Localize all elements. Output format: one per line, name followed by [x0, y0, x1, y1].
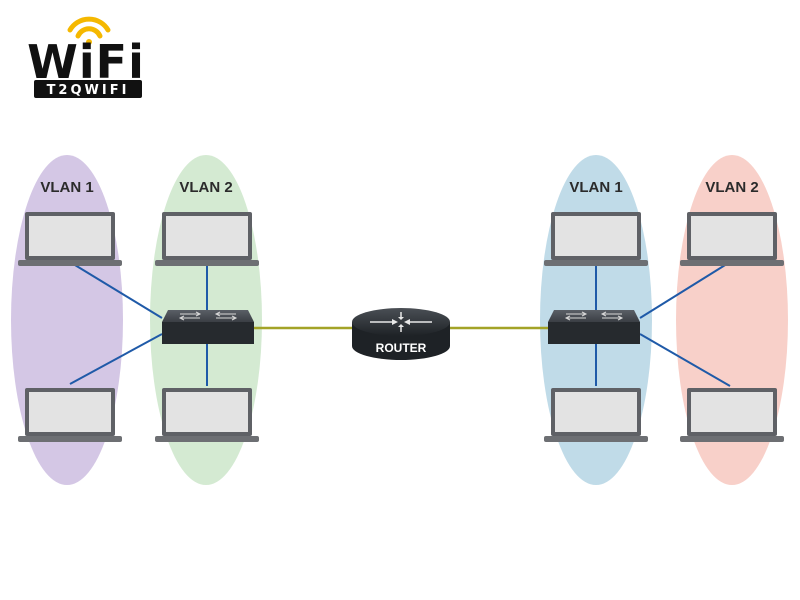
- laptop-icon: [544, 388, 648, 442]
- wifi-signal-icon: [67, 16, 111, 45]
- laptop-icon: [155, 212, 259, 266]
- laptop-icon: [680, 388, 784, 442]
- vlan-label-left-2: VLAN 2: [179, 179, 232, 196]
- logo-sub-text: T2QWIFI: [47, 83, 130, 98]
- switch-icon: [162, 310, 254, 344]
- vlan-links-left: [69, 261, 208, 386]
- laptop-icon: [18, 212, 122, 266]
- vlan-links-right: [595, 261, 731, 387]
- switch-icon: [548, 310, 640, 344]
- vlan-label-right-1: VLAN 1: [569, 179, 622, 196]
- laptop-icon: [155, 388, 259, 442]
- router-label: ROUTER: [376, 341, 427, 355]
- laptop-icon: [680, 212, 784, 266]
- brand-logo: WiFi T2QWIFI: [27, 16, 144, 98]
- laptop-icon: [544, 212, 648, 266]
- logo-sub-background: [34, 80, 142, 98]
- vlan-label-right-2: VLAN 2: [705, 179, 758, 196]
- laptop-icon: [18, 388, 122, 442]
- router-icon: ROUTER: [352, 308, 450, 360]
- vlan-label-left-1: VLAN 1: [40, 179, 93, 196]
